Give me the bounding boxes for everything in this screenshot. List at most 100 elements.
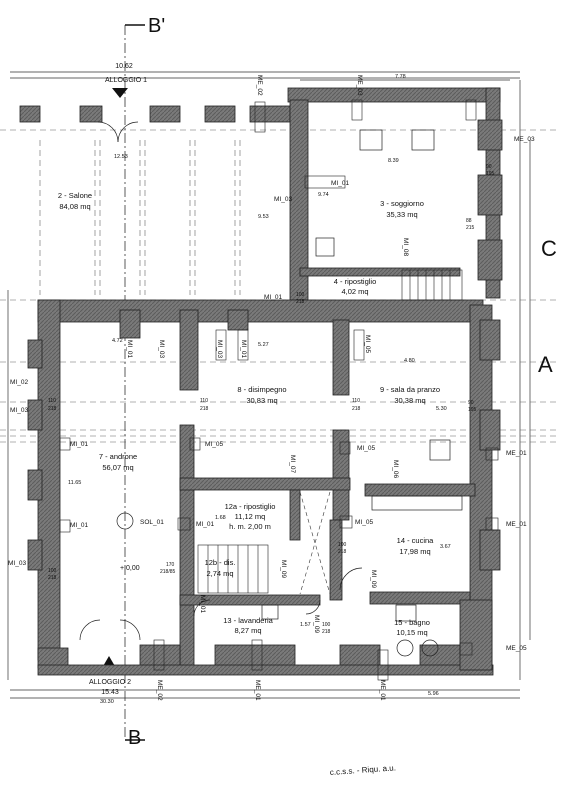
- tag-me05-right: ME_05: [506, 645, 527, 652]
- tag-me02-top: ME_02: [256, 75, 263, 96]
- tag-mi01-lav: MI_01: [199, 595, 206, 613]
- dim-157: 1.57: [300, 622, 311, 628]
- room-name-dis-12b: 12b - dis.: [205, 558, 236, 567]
- room-area-dis-12b: 2,74 mq: [206, 569, 233, 578]
- tag-mi03-b: MI_03: [158, 340, 165, 358]
- fixtures: [116, 129, 463, 657]
- room-name-sala-pranzo: 9 - sala da pranzo: [380, 385, 440, 394]
- svg-text:100: 100: [48, 568, 57, 574]
- tag-mi01-a: MI_01: [331, 180, 349, 187]
- tag-me02-bottom: ME_02: [156, 680, 163, 701]
- room-area-androne: 56,07 mq: [102, 463, 133, 472]
- tag-mi09-a: MI_09: [280, 560, 287, 578]
- tag-me03-top: ME_03: [356, 75, 363, 96]
- svg-text:218: 218: [200, 406, 209, 412]
- svg-text:100: 100: [338, 542, 347, 548]
- room-name-salone: 2 - Salone: [58, 191, 92, 200]
- dim-1253: 12.53: [114, 154, 128, 160]
- staircase: [401, 269, 463, 301]
- tag-mi07: MI_07: [289, 455, 296, 473]
- tag-mi09-b: MI_09: [370, 570, 377, 588]
- tag-mi05-d: MI_05: [355, 519, 373, 526]
- room-area-soggiorno: 35,33 mq: [386, 210, 417, 219]
- unit-bottom-name: ALLOGGIO 2: [89, 679, 131, 686]
- svg-text:218: 218: [352, 406, 361, 412]
- room-name-ripostiglio-12a: 12a - ripostiglio: [225, 502, 276, 511]
- dim-527: 5.27: [258, 342, 269, 348]
- dim-1165: 11.65: [68, 480, 81, 486]
- svg-text:90: 90: [486, 164, 492, 170]
- level-mark: + 0,00: [120, 565, 140, 572]
- tag-mi05-c: MI_05: [357, 445, 375, 452]
- svg-text:218: 218: [48, 575, 57, 581]
- tag-me01-right-a: ME_01: [506, 450, 527, 457]
- room-area-disimpegno: 30,83 mq: [246, 396, 277, 405]
- svg-text:195: 195: [486, 171, 495, 177]
- dim-596: 5.96: [428, 691, 439, 697]
- section-label-bottom: B: [128, 727, 141, 749]
- dim-778: 7.78: [395, 74, 406, 80]
- storage-cross: [299, 491, 331, 595]
- room-area-sala-pranzo: 30,38 mq: [394, 396, 425, 405]
- tag-mi01-c: MI_01: [126, 340, 133, 358]
- svg-text:110: 110: [48, 398, 56, 404]
- tag-mi03-left-b: MI_03: [8, 560, 26, 567]
- dim-974: 9.74: [318, 192, 329, 198]
- svg-text:110: 110: [200, 398, 208, 404]
- tag-mi01-e: MI_01: [240, 340, 247, 358]
- unit-top-name: ALLOGGIO 1: [105, 77, 147, 84]
- dimension-lines: [7, 71, 531, 699]
- svg-text:110: 110: [352, 398, 360, 404]
- dim-480: 4.80: [404, 358, 415, 364]
- tag-mi02: MI_02: [10, 379, 28, 386]
- tag-sol: SOL_01: [140, 519, 164, 526]
- unit-top-dim: 10.62: [115, 63, 133, 70]
- tag-me01-right-b: ME_01: [506, 521, 527, 528]
- room-labels: 2 - Salone 84,08 mq 3 - soggiorno 35,33 …: [58, 191, 440, 637]
- tag-mi03-left: MI_03: [10, 407, 28, 414]
- tag-mi01-left-a: MI_01: [70, 441, 88, 448]
- room-area-salone: 84,08 mq: [59, 202, 90, 211]
- dimension-values: 7.78 8.39 9.74 9.53 5.27 4.80 4.72 11.65…: [68, 74, 451, 705]
- tag-me01-bottom-a: ME_01: [254, 680, 261, 701]
- tag-mi05-a: MI_05: [364, 335, 371, 353]
- svg-text:218: 218: [338, 549, 347, 555]
- svg-text:88: 88: [466, 218, 472, 224]
- dim-3030: 30.30: [100, 699, 114, 705]
- svg-text:218: 218: [322, 629, 331, 635]
- svg-text:218: 218: [296, 299, 305, 305]
- dim-472: 4.72: [112, 338, 123, 344]
- section-label-top: B': [148, 15, 165, 37]
- svg-text:90: 90: [468, 400, 474, 406]
- room-area-ripostiglio: 4,02 mq: [341, 287, 368, 296]
- unit-labels: ALLOGGIO 1 10.62 ALLOGGIO 2 15.43: [89, 63, 147, 696]
- tag-mi08: MI_08: [402, 238, 409, 256]
- tag-mi01-b: MI_01: [264, 294, 282, 301]
- room-name-disimpegno: 8 - disimpegno: [237, 385, 286, 394]
- window-door-tags: ME_03 ME_01 ME_01 ME_05 MI_03 MI_01 MI_0…: [8, 136, 535, 652]
- room-name-lavanderia: 13 - lavanderia: [223, 616, 273, 625]
- window-door-tags-vertical: ME_02 ME_03 MI_01 MI_03 MI_03 MI_01 MI_0…: [126, 75, 409, 701]
- section-label-a: A: [538, 352, 553, 377]
- tag-mi09-c: MI_09: [313, 615, 320, 633]
- room-area-bagno: 10,15 mq: [396, 628, 427, 637]
- tag-me03-right: ME_03: [514, 136, 535, 143]
- room-name-ripostiglio: 4 - ripostiglio: [334, 277, 377, 286]
- walls: [19, 87, 503, 676]
- svg-text:170: 170: [166, 562, 175, 568]
- room-area-cucina: 17,98 mq: [399, 547, 430, 556]
- entrance-arrow-top: [112, 88, 128, 98]
- svg-text:100: 100: [322, 622, 331, 628]
- room-name-androne: 7 - androne: [99, 452, 137, 461]
- dim-168: 1.68: [215, 515, 226, 521]
- svg-text:218/85: 218/85: [160, 569, 176, 575]
- room-extra-ripostiglio-12a: h. m. 2,00 m: [229, 522, 271, 531]
- sol-circle: [116, 512, 134, 530]
- tag-mi03-c: MI_03: [216, 340, 223, 358]
- tag-mi03-a: MI_03: [274, 196, 292, 203]
- unit-bottom-dim: 15.43: [101, 689, 119, 696]
- svg-text:195: 195: [468, 407, 477, 413]
- section-label-c: C: [541, 236, 557, 261]
- footer-stamp: c.c.s.s. - Riqu. a.u.: [330, 763, 397, 777]
